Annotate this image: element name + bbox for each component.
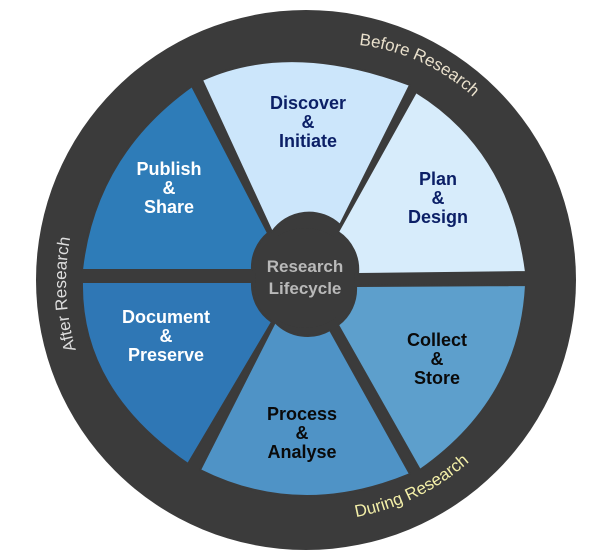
- segment-plan: [337, 91, 527, 275]
- segment-label-discover-line2: &: [302, 112, 315, 132]
- segment-discover: [201, 60, 411, 233]
- segment-label-document: Document & Preserve: [122, 307, 210, 365]
- segment-document: [80, 281, 273, 465]
- segment-label-plan-line1: Plan: [419, 169, 457, 189]
- segment-label-plan-line3: Design: [408, 207, 468, 227]
- segment-label-process-line1: Process: [267, 404, 337, 424]
- segment-process: [199, 321, 411, 498]
- segment-label-document-line1: Document: [122, 307, 210, 327]
- hub-label-line1: Research: [267, 257, 344, 276]
- segment-label-discover-line1: Discover: [270, 93, 346, 113]
- segment-collect: [337, 284, 527, 471]
- segment-label-publish-line3: Share: [144, 197, 194, 217]
- hub-label-line2: Lifecycle: [269, 279, 342, 298]
- segment-label-plan: Plan & Design: [408, 169, 468, 227]
- segment-label-discover-line3: Initiate: [279, 131, 337, 151]
- segment-label-collect-line3: Store: [414, 368, 460, 388]
- hub-circle: [255, 228, 355, 328]
- segment-label-process: Process & Analyse: [267, 404, 337, 462]
- segment-label-process-line3: Analyse: [267, 442, 336, 462]
- segment-label-publish-line2: &: [163, 178, 176, 198]
- segment-label-collect-line1: Collect: [407, 330, 467, 350]
- segment-label-discover: Discover & Initiate: [270, 93, 346, 151]
- segment-label-document-line3: Preserve: [128, 345, 204, 365]
- segment-label-publish: Publish & Share: [136, 159, 201, 217]
- segment-publish: [81, 85, 269, 271]
- segment-label-collect: Collect & Store: [407, 330, 467, 388]
- segment-label-collect-line2: &: [431, 349, 444, 369]
- segment-label-publish-line1: Publish: [136, 159, 201, 179]
- segment-label-document-line2: &: [160, 326, 173, 346]
- segment-label-process-line2: &: [296, 423, 309, 443]
- segment-label-plan-line2: &: [432, 188, 445, 208]
